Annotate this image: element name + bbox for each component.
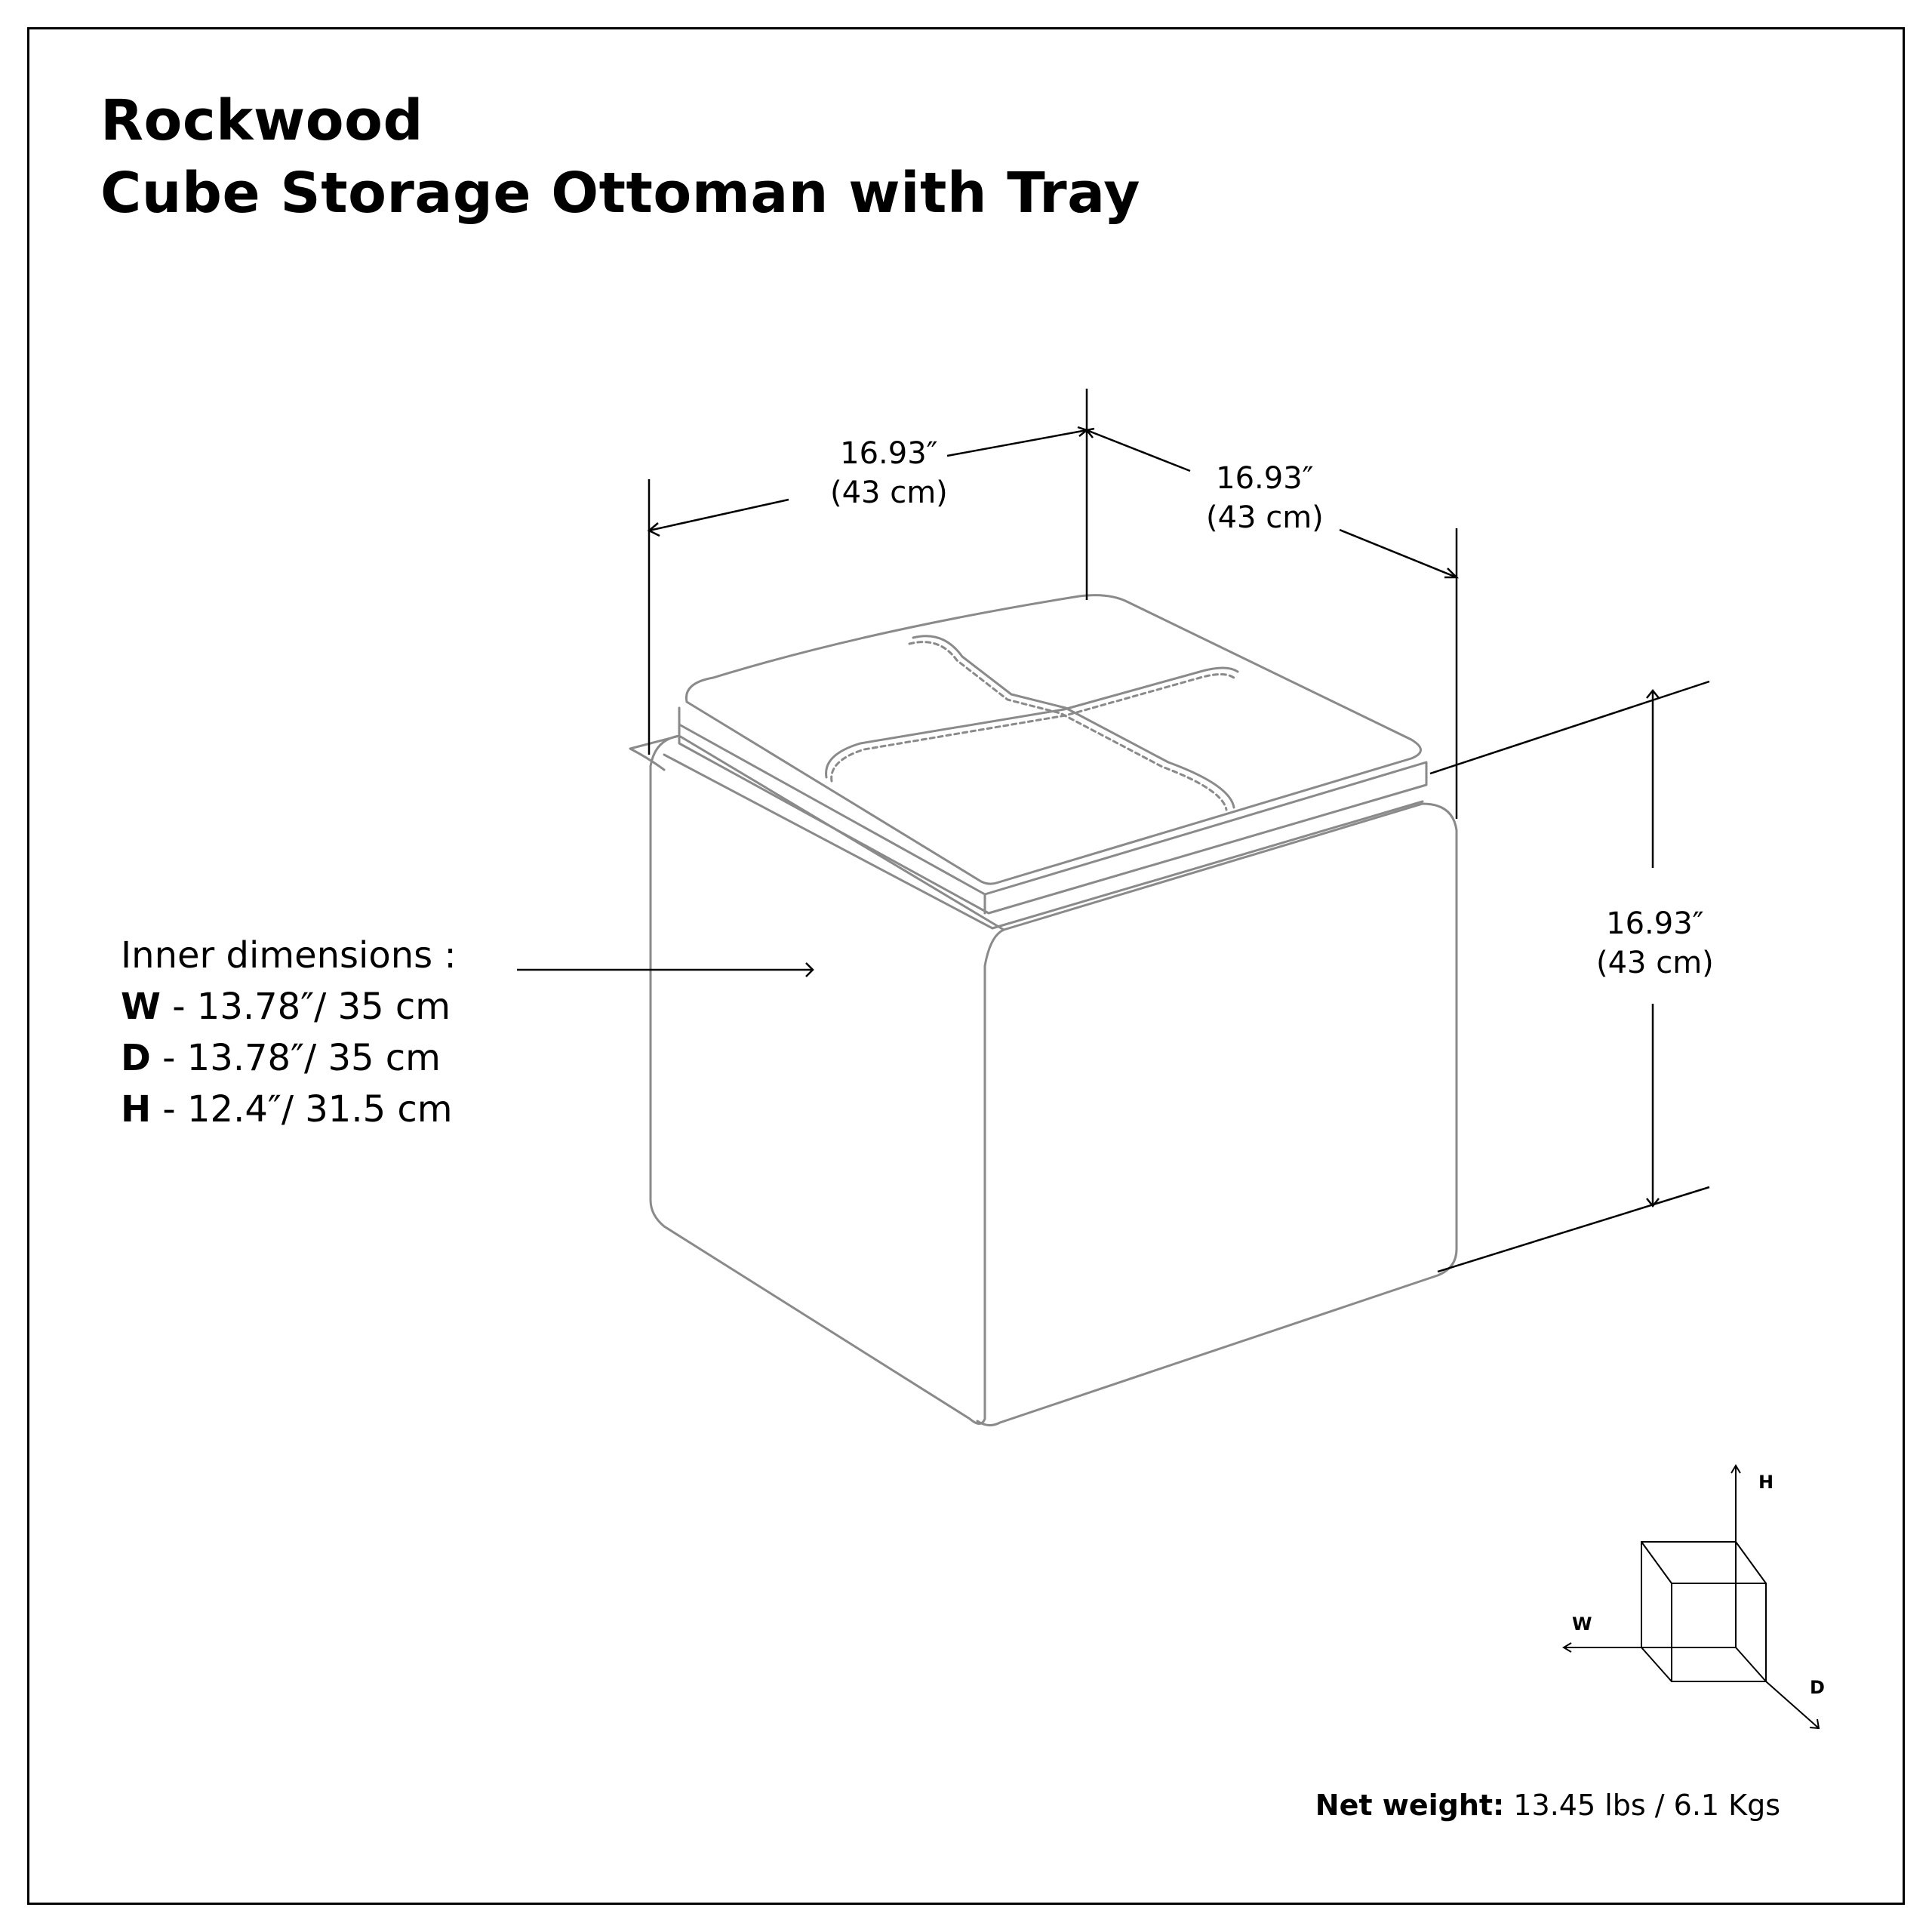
axis-d-line xyxy=(1765,1681,1820,1729)
height-arrowhead-top xyxy=(1646,688,1660,699)
axis-w-label: W xyxy=(1572,1614,1592,1635)
depth-arrowhead-left xyxy=(1084,427,1095,438)
page-border xyxy=(27,27,1905,1905)
cube-back xyxy=(1641,1541,1737,1648)
tray-stitch-1 xyxy=(912,635,1235,809)
inner-depth-row: D - 13.78″/ 35 cm xyxy=(121,1032,457,1084)
inner-dimensions: Inner dimensions : W - 13.78″/ 35 cm D -… xyxy=(121,930,457,1135)
depth-arrow-b xyxy=(1339,528,1457,579)
tray-side xyxy=(678,706,1428,915)
ottoman-box-rim xyxy=(663,753,1424,930)
width-arrow-b xyxy=(946,429,1088,457)
width-arrowhead-left xyxy=(647,522,660,537)
width-cm: (43 cm) xyxy=(830,475,948,510)
depth-arrowhead-right xyxy=(1444,568,1460,579)
depth-inches: 16.93″ xyxy=(1216,461,1314,496)
height-dimension-label: 16.93″ (43 cm) xyxy=(1596,904,1714,983)
axis-h-label: H xyxy=(1758,1472,1774,1493)
axis-h-arrowhead xyxy=(1730,1464,1741,1474)
inner-width-key: W xyxy=(121,986,161,1028)
depth-cm: (43 cm) xyxy=(1206,500,1324,535)
title-line-1: Rockwood xyxy=(100,88,423,153)
depth-arrow-a xyxy=(1086,429,1191,472)
page-title: Rockwood Cube Storage Ottoman with Tray xyxy=(100,85,1140,229)
title-line-2: Cube Storage Ottoman with Tray xyxy=(100,161,1141,226)
net-weight-value: 13.45 lbs / 6.1 Kgs xyxy=(1504,1789,1780,1822)
axis-legend-cube xyxy=(1562,1464,1820,1730)
inner-height-key: H xyxy=(121,1088,152,1131)
inner-width-value: - 13.78″/ 35 cm xyxy=(160,986,451,1028)
dimension-lines xyxy=(517,389,1710,1273)
width-dimension-label: 16.93″ (43 cm) xyxy=(830,434,948,512)
height-cm: (43 cm) xyxy=(1596,946,1714,980)
inner-depth-value: - 13.78″/ 35 cm xyxy=(150,1037,441,1079)
ottoman-right-face xyxy=(976,802,1458,1426)
inner-height-row: H - 12.4″/ 31.5 cm xyxy=(121,1084,457,1135)
axis-d-arrowhead xyxy=(1809,1718,1820,1730)
height-arrowhead-bottom xyxy=(1646,1198,1660,1208)
height-ext-bottom xyxy=(1437,1186,1710,1273)
depth-dimension-label: 16.93″ (43 cm) xyxy=(1206,459,1324,537)
net-weight-label: Net weight: xyxy=(1315,1789,1505,1822)
width-arrow-a xyxy=(648,498,789,532)
inner-height-value: - 12.4″/ 31.5 cm xyxy=(151,1088,453,1131)
ottoman-drawing xyxy=(629,594,1458,1426)
axis-w-arrowhead xyxy=(1562,1642,1572,1653)
height-ext-top xyxy=(1429,680,1710,775)
tray-stitch-1b xyxy=(908,641,1228,811)
net-weight: Net weight: 13.45 lbs / 6.1 Kgs xyxy=(1315,1789,1780,1822)
inner-arrowhead xyxy=(805,962,814,977)
tray-top xyxy=(685,594,1422,885)
height-inches: 16.93″ xyxy=(1606,906,1704,941)
cube-front xyxy=(1671,1583,1767,1682)
width-inches: 16.93″ xyxy=(840,436,938,471)
inner-width-row: W - 13.78″/ 35 cm xyxy=(121,981,457,1032)
axis-d-label: D xyxy=(1810,1677,1825,1698)
ottoman-left-face xyxy=(629,734,1005,1425)
tray-stitch-2b xyxy=(830,673,1235,783)
inner-dimensions-heading: Inner dimensions : xyxy=(121,934,457,977)
inner-depth-key: D xyxy=(121,1037,151,1079)
tray-stitch-2 xyxy=(825,666,1239,779)
